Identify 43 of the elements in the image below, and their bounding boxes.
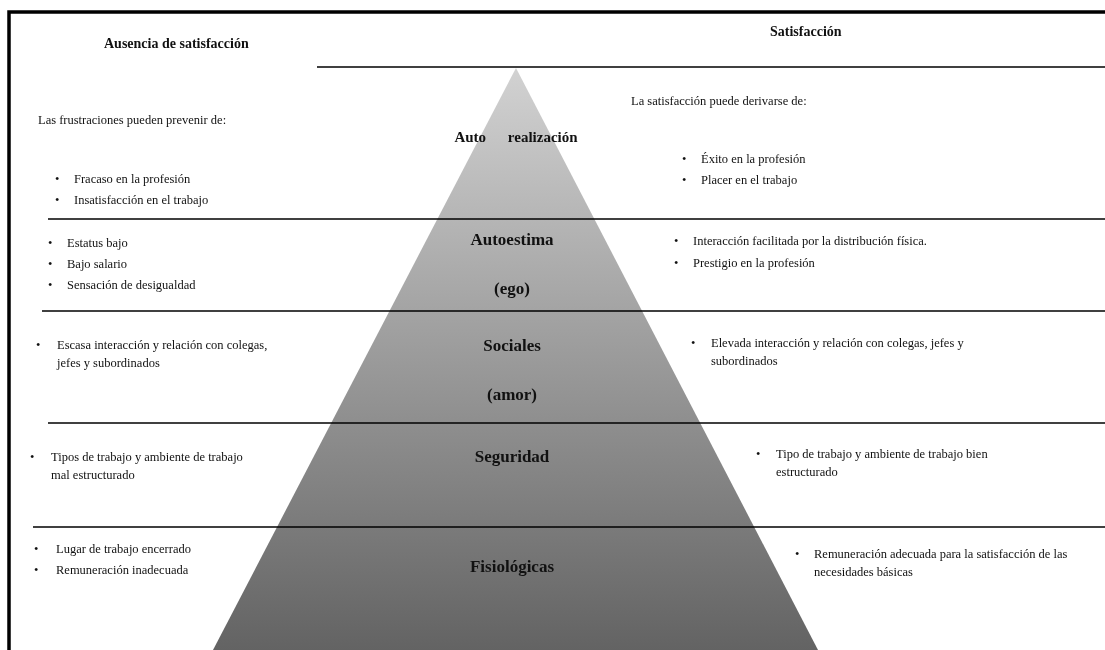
list-item: Fracaso en la profesión	[74, 171, 192, 188]
list-item: Elevada interacción y relación con colegas, jefes y subordinados	[711, 335, 965, 371]
bullet-mark: •	[55, 192, 60, 209]
list-item: Sensación de desigualdad	[67, 277, 197, 294]
level-label: (amor)	[487, 384, 537, 406]
level-label: Autoestima	[470, 229, 554, 251]
list-item: Insatisfacción en el trabajo	[74, 192, 210, 209]
level-label: Sociales	[483, 335, 541, 357]
bullet-mark: •	[682, 172, 687, 189]
bullet-mark: •	[691, 335, 696, 352]
list-item: Tipos de trabajo y ambiente de trabajo mal estructurado	[51, 449, 244, 485]
column-heading: Ausencia de satisfacción	[104, 35, 249, 53]
level-label: Auto realización	[454, 128, 578, 147]
bullet-mark: •	[48, 235, 53, 252]
intro-text: La satisfacción puede derivarse de:	[631, 93, 807, 110]
bullet-mark: •	[48, 256, 53, 273]
list-item: Remuneración inadecuada	[56, 562, 190, 579]
column-heading: Satisfacción	[770, 23, 842, 41]
level-label: Seguridad	[474, 446, 550, 468]
list-item: Placer en el trabajo	[701, 172, 799, 189]
bullet-mark: •	[674, 233, 679, 250]
bullet-mark: •	[30, 449, 35, 466]
intro-text: Las frustraciones pueden prevenir de:	[38, 112, 227, 129]
bullet-mark: •	[34, 562, 39, 579]
list-item: Prestigio en la profesión	[693, 255, 816, 272]
list-item: Lugar de trabajo encerrado	[56, 541, 192, 558]
level-label: Fisiológicas	[469, 556, 555, 578]
bullet-mark: •	[682, 151, 687, 168]
list-item: Éxito en la profesión	[701, 151, 807, 168]
list-item: Interacción facilitada por la distribución física.	[693, 233, 928, 250]
bullet-mark: •	[674, 255, 679, 272]
bullet-mark: •	[48, 277, 53, 294]
list-item: Tipo de trabajo y ambiente de trabajo bien estructurado	[776, 446, 989, 482]
bullet-mark: •	[55, 171, 60, 188]
level-label: (ego)	[494, 278, 530, 300]
bullet-mark: •	[34, 541, 39, 558]
bullet-mark: •	[36, 337, 41, 354]
list-item: Estatus bajo	[67, 235, 129, 252]
bullet-mark: •	[756, 446, 761, 463]
list-item: Bajo salario	[67, 256, 129, 273]
list-item: Remuneración adecuada para la satisfacción de las necesidades básicas	[814, 546, 1069, 582]
list-item: Escasa interacción y relación con colegas, jefes y subordinados	[57, 337, 269, 373]
bullet-mark: •	[795, 546, 800, 563]
